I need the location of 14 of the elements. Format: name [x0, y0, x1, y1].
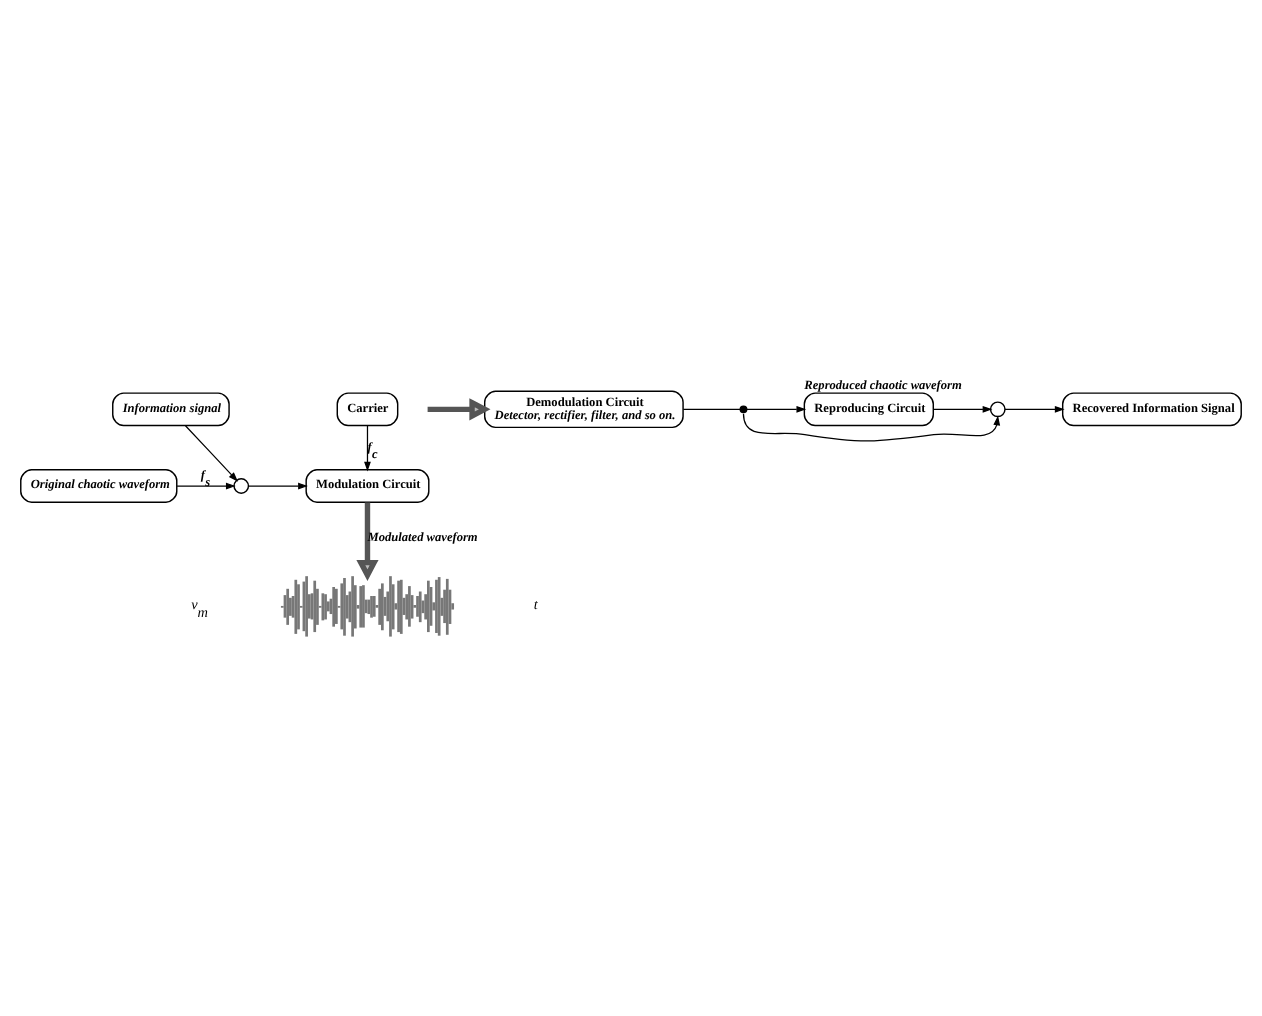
arrow [1004, 404, 1065, 412]
arrow [427, 397, 491, 420]
arrow [176, 481, 236, 489]
arrow [184, 424, 239, 481]
node-circle [233, 477, 250, 493]
arrow [356, 501, 379, 581]
arrow [742, 412, 1001, 441]
node-circle [739, 404, 748, 413]
arrow [746, 404, 807, 412]
arrow [932, 404, 993, 412]
connector [682, 407, 741, 409]
arrow [364, 424, 371, 471]
arrow [248, 481, 308, 489]
node-circle [989, 400, 1006, 417]
